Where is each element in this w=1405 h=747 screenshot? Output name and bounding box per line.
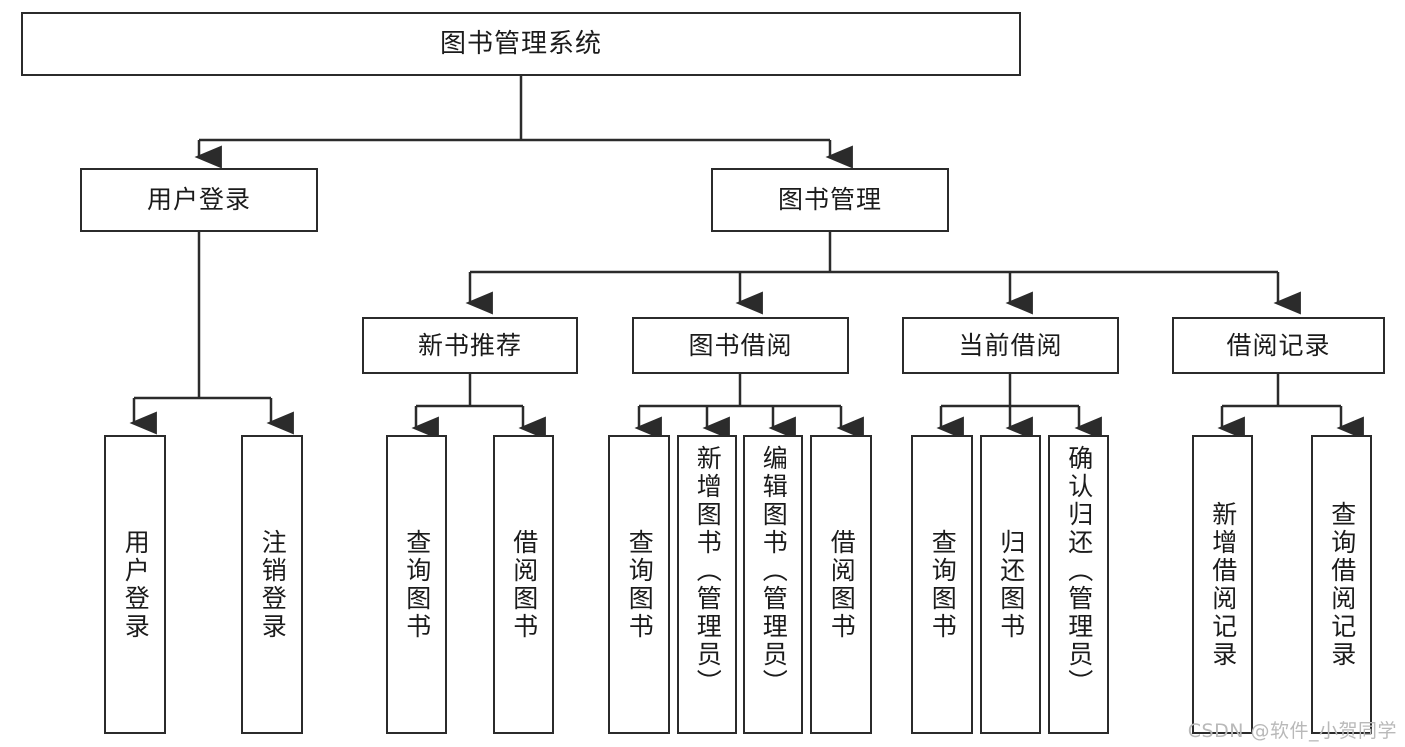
leaf-current-borrow-confirm-return-admin[interactable]: 确认归还（管理员）: [1048, 435, 1109, 734]
node-label: 查询借阅记录: [1327, 500, 1357, 669]
node-label: 确认归还（管理员）: [1064, 445, 1094, 697]
node-label: 图书管理系统: [439, 28, 602, 59]
leaf-new-book-borrow-book[interactable]: 借阅图书: [493, 435, 554, 734]
node-label: 新增图书（管理员）: [693, 445, 723, 697]
node-current-borrow[interactable]: 当前借阅: [902, 317, 1119, 374]
node-label: 注销登录: [258, 528, 288, 641]
node-label: 新增借阅记录: [1208, 500, 1238, 669]
leaf-current-borrow-return-book[interactable]: 归还图书: [980, 435, 1041, 734]
node-label: 借阅图书: [827, 528, 857, 641]
leaf-user-login-login[interactable]: 用户登录: [104, 435, 166, 734]
node-book-borrow[interactable]: 图书借阅: [632, 317, 849, 374]
node-label: 图书借阅: [688, 330, 793, 360]
leaf-book-borrow-borrow-book[interactable]: 借阅图书: [810, 435, 872, 734]
node-label: 查询图书: [402, 528, 432, 641]
node-label: 借阅图书: [509, 528, 539, 641]
node-label: 当前借阅: [958, 330, 1063, 360]
watermark-csdn: CSDN @软件_小贺同学: [1187, 720, 1397, 742]
leaf-book-borrow-edit-book-admin[interactable]: 编辑图书（管理员）: [743, 435, 803, 734]
node-label: 查询图书: [625, 528, 655, 641]
node-label: 图书管理: [777, 185, 882, 215]
leaf-user-login-logout[interactable]: 注销登录: [241, 435, 303, 734]
node-label: 用户登录: [121, 528, 151, 641]
node-label: 编辑图书（管理员）: [759, 445, 789, 697]
leaf-borrow-record-add-record[interactable]: 新增借阅记录: [1192, 435, 1253, 734]
leaf-current-borrow-query-book[interactable]: 查询图书: [911, 435, 973, 734]
node-label: 归还图书: [996, 528, 1026, 641]
leaf-borrow-record-query-record[interactable]: 查询借阅记录: [1311, 435, 1372, 734]
node-user-login[interactable]: 用户登录: [80, 168, 318, 232]
node-borrow-record[interactable]: 借阅记录: [1172, 317, 1385, 374]
node-new-book-recommend[interactable]: 新书推荐: [362, 317, 578, 374]
node-label: 借阅记录: [1226, 330, 1331, 360]
node-root-book-management-system[interactable]: 图书管理系统: [21, 12, 1021, 76]
leaf-new-book-query-book[interactable]: 查询图书: [386, 435, 447, 734]
leaf-book-borrow-query-book[interactable]: 查询图书: [608, 435, 670, 734]
leaf-book-borrow-add-book-admin[interactable]: 新增图书（管理员）: [677, 435, 737, 734]
node-label: 新书推荐: [417, 330, 522, 360]
node-book-management[interactable]: 图书管理: [711, 168, 949, 232]
node-label: 用户登录: [146, 185, 251, 215]
node-label: 查询图书: [928, 528, 958, 641]
